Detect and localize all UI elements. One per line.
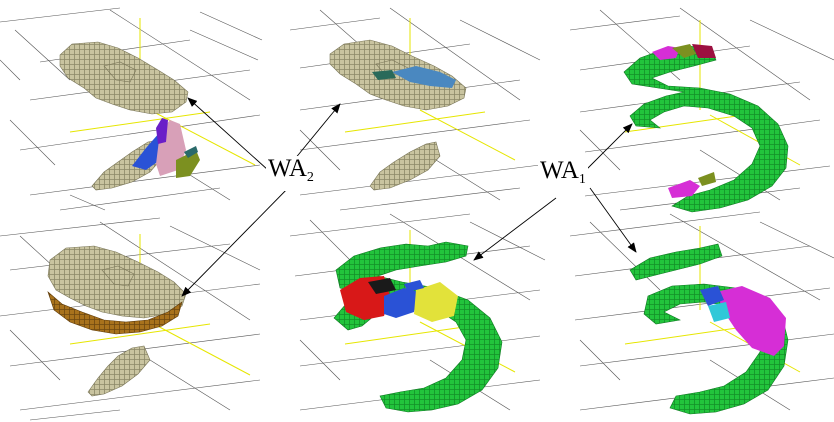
panel-2 xyxy=(289,7,541,211)
arrow-wa1-to-panel-5 xyxy=(473,197,557,261)
beige-lower-segment xyxy=(87,345,151,397)
arrow-wa2-to-panel-4 xyxy=(181,181,295,297)
wa1-arrows xyxy=(473,123,637,261)
label-wa2-subscript: 2 xyxy=(306,170,314,185)
magenta-olive-top xyxy=(652,44,716,60)
grid-lines xyxy=(569,211,834,411)
label-wa1-subscript: 1 xyxy=(578,172,586,187)
beige-ring xyxy=(59,41,189,115)
arrow-wa2-to-panel-1 xyxy=(187,97,269,171)
green-spiral xyxy=(623,45,789,213)
panel-1 xyxy=(0,7,263,211)
grid-lines xyxy=(0,217,261,421)
teal-voxel-patch xyxy=(372,70,396,80)
arrow-wa2-to-panel-2 xyxy=(293,103,341,161)
panel-3 xyxy=(569,7,834,213)
multicolor-lower-segment xyxy=(132,118,200,178)
label-wa1-main: WA xyxy=(540,157,579,184)
arrow-wa1-to-panel-3 xyxy=(583,123,633,173)
magenta-cyan-block xyxy=(700,286,786,356)
wa2-arrows xyxy=(181,97,341,297)
orange-band xyxy=(47,291,183,335)
panel-6 xyxy=(569,211,834,415)
beige-ring xyxy=(47,245,187,319)
magenta-lower xyxy=(668,172,716,198)
grid-lines xyxy=(289,7,541,211)
panel-5 xyxy=(289,213,546,413)
label-wa2-main: WA xyxy=(268,155,307,182)
label-wa1: WA1 xyxy=(538,158,588,193)
beige-lower-segment xyxy=(369,141,441,191)
label-wa2: WA2 xyxy=(266,156,316,191)
green-spiral-top-segment xyxy=(629,243,723,281)
arrow-wa1-to-panel-6 xyxy=(589,187,637,253)
blue-voxel-patch xyxy=(392,66,456,88)
panel-4 xyxy=(0,217,261,421)
red-blue-yellow-block xyxy=(340,276,458,322)
